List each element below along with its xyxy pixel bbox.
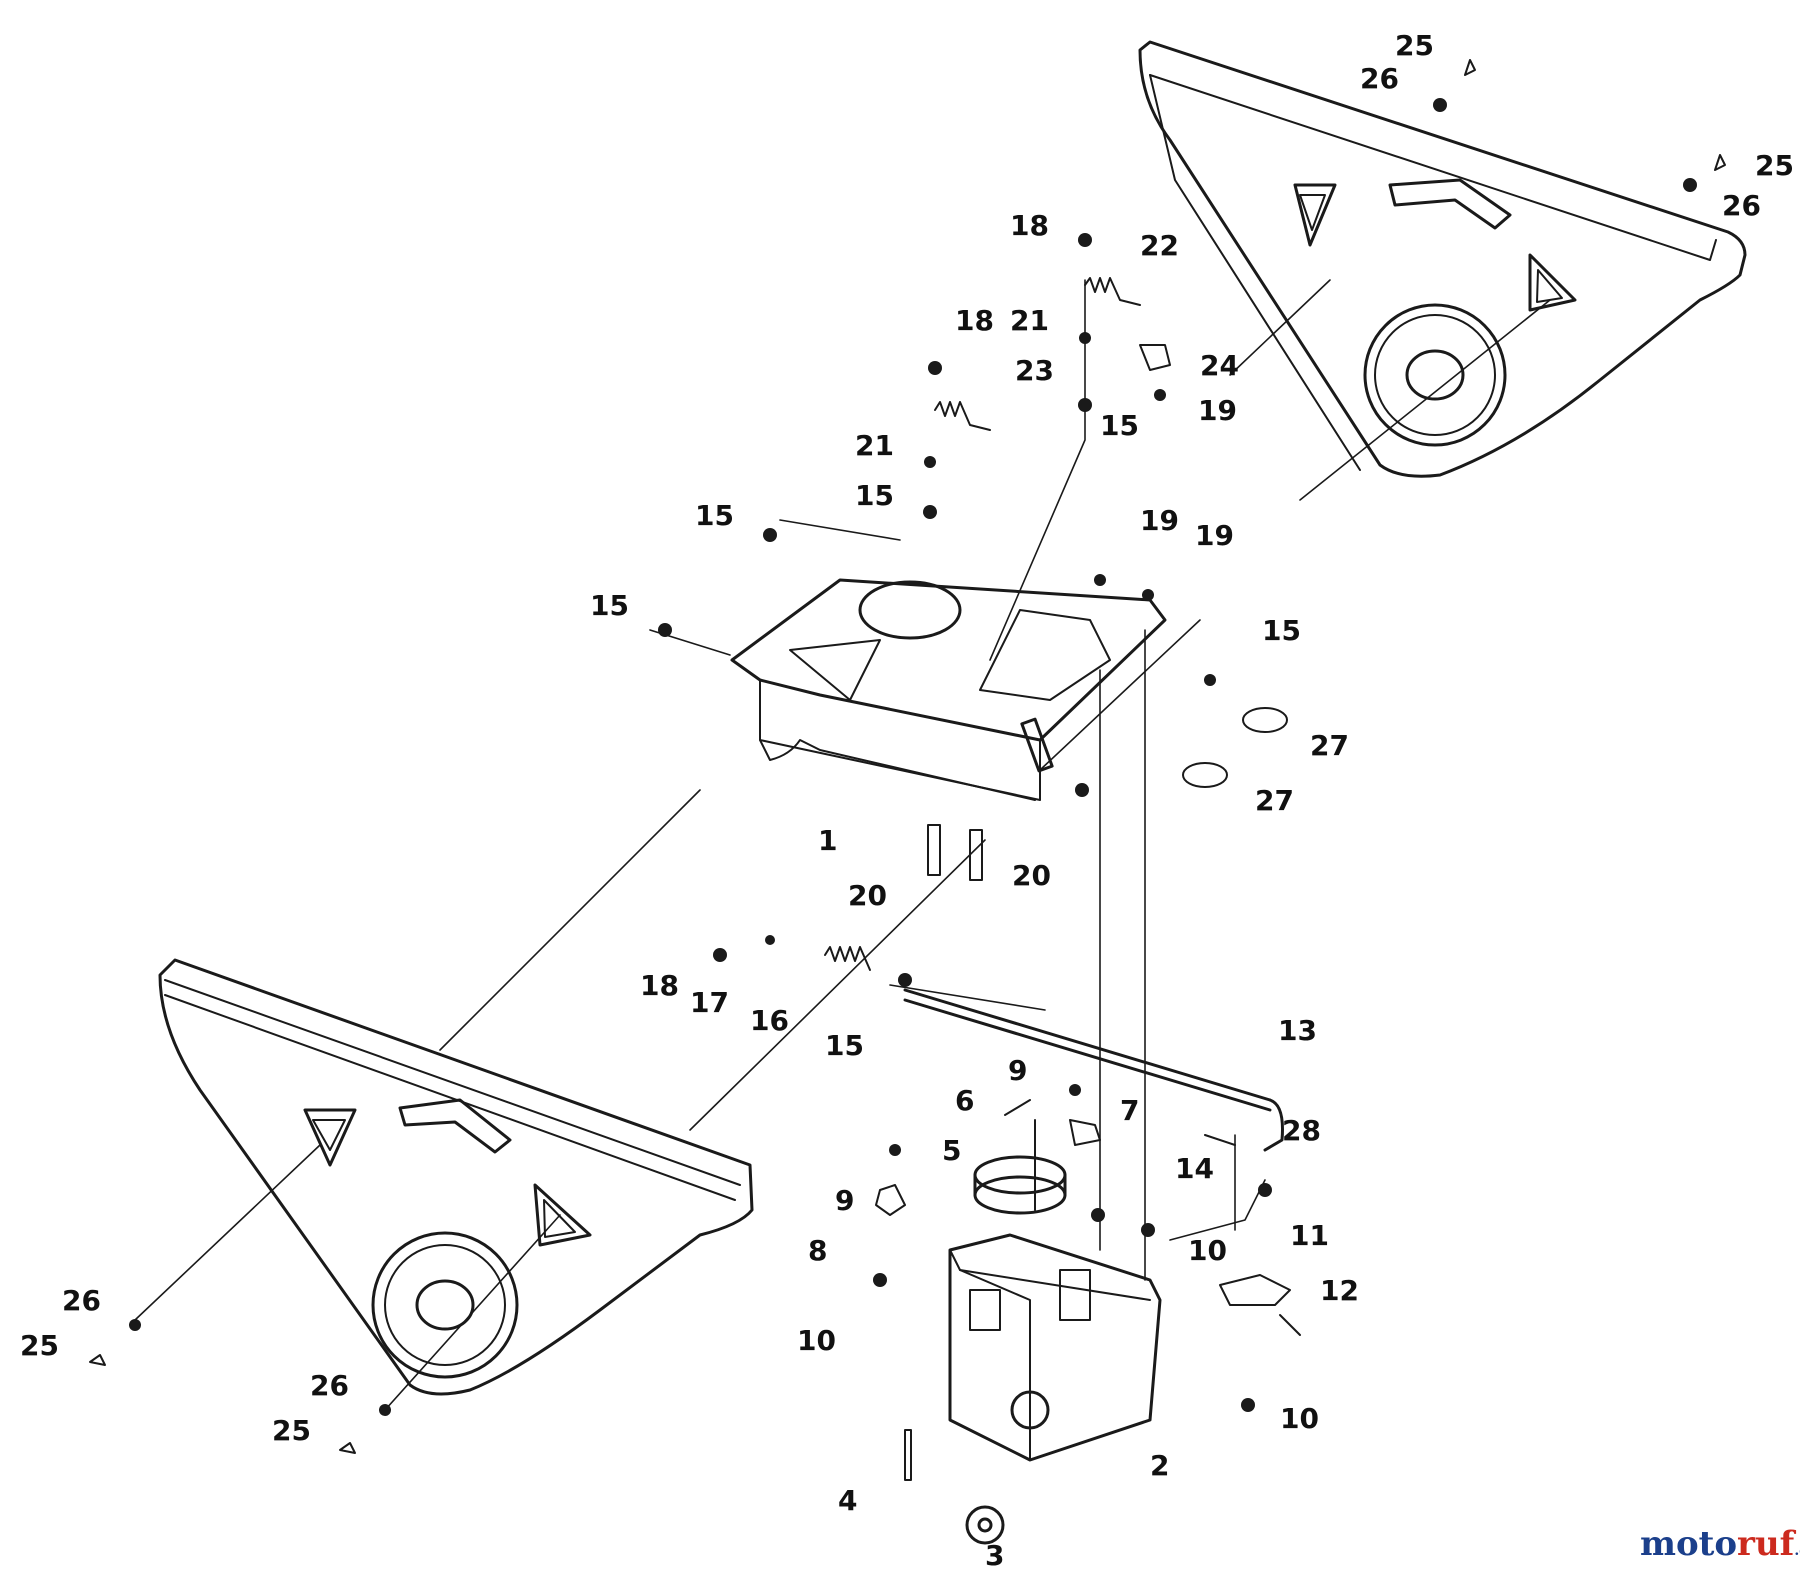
callout-19: 19 [1198,394,1237,427]
center-bracket [730,578,1167,801]
callout-15: 15 [855,479,894,512]
callout-11: 11 [1290,1219,1329,1252]
watermark-suffix: .de [1794,1543,1800,1559]
callout-27: 27 [1310,729,1349,762]
callout-26: 26 [1360,62,1399,95]
callout-24: 24 [1200,349,1239,382]
callout-26: 26 [62,1284,101,1317]
watermark-part1: moto [1640,1524,1737,1564]
right-side-plate [1138,40,1747,478]
watermark-part2: ruf [1737,1524,1797,1564]
pulley-5 [973,1155,1067,1215]
callout-15: 15 [695,499,734,532]
callout-28: 28 [1282,1114,1321,1147]
callout-26: 26 [310,1369,349,1402]
callout-5: 5 [942,1134,961,1167]
callout-26: 26 [1722,189,1761,222]
watermark: motoruf.de [1640,1524,1800,1564]
callout-15: 15 [1100,409,1139,442]
callout-15: 15 [1262,614,1301,647]
hardware-nuts [129,98,1697,1416]
callout-25: 25 [1395,29,1434,62]
callout-23: 23 [1015,354,1054,387]
callout-18: 18 [1010,209,1049,242]
callout-4: 4 [838,1484,857,1517]
callout-21: 21 [855,429,894,462]
callout-25: 25 [1755,149,1794,182]
callout-19: 19 [1195,519,1234,552]
callout-15: 15 [590,589,629,622]
callout-15: 15 [825,1029,864,1062]
callout-9: 9 [1008,1054,1027,1087]
callout-12: 12 [1320,1274,1359,1307]
callout-18: 18 [640,969,679,1002]
callout-10: 10 [1188,1234,1227,1267]
callout-10: 10 [797,1324,836,1357]
callout-25: 25 [20,1329,59,1362]
callout-25: 25 [272,1414,311,1447]
callout-3: 3 [985,1539,1004,1569]
callout-1: 1 [818,824,837,857]
callout-13: 13 [1278,1014,1317,1047]
callout-18: 18 [955,304,994,337]
callout-19: 19 [1140,504,1179,537]
callout-14: 14 [1175,1152,1214,1185]
callout-6: 6 [955,1084,974,1117]
hardware-parts [89,59,1726,1481]
callout-10: 10 [1280,1402,1319,1435]
callout-17: 17 [690,986,729,1019]
left-side-plate [158,958,754,1396]
transmission [948,1119,1162,1462]
callout-16: 16 [750,1004,789,1037]
callout-22: 22 [1140,229,1179,262]
callout-20: 20 [1012,859,1051,892]
leader-lines [134,279,1551,1411]
callout-2: 2 [1150,1449,1169,1482]
callout-21: 21 [1010,304,1049,337]
callout-8: 8 [808,1234,827,1267]
callout-27: 27 [1255,784,1294,817]
sprocket-3 [965,1505,1005,1545]
callout-9: 9 [835,1184,854,1217]
callout-7: 7 [1120,1094,1139,1127]
callout-20: 20 [848,879,887,912]
shaft-13 [903,988,1284,1152]
